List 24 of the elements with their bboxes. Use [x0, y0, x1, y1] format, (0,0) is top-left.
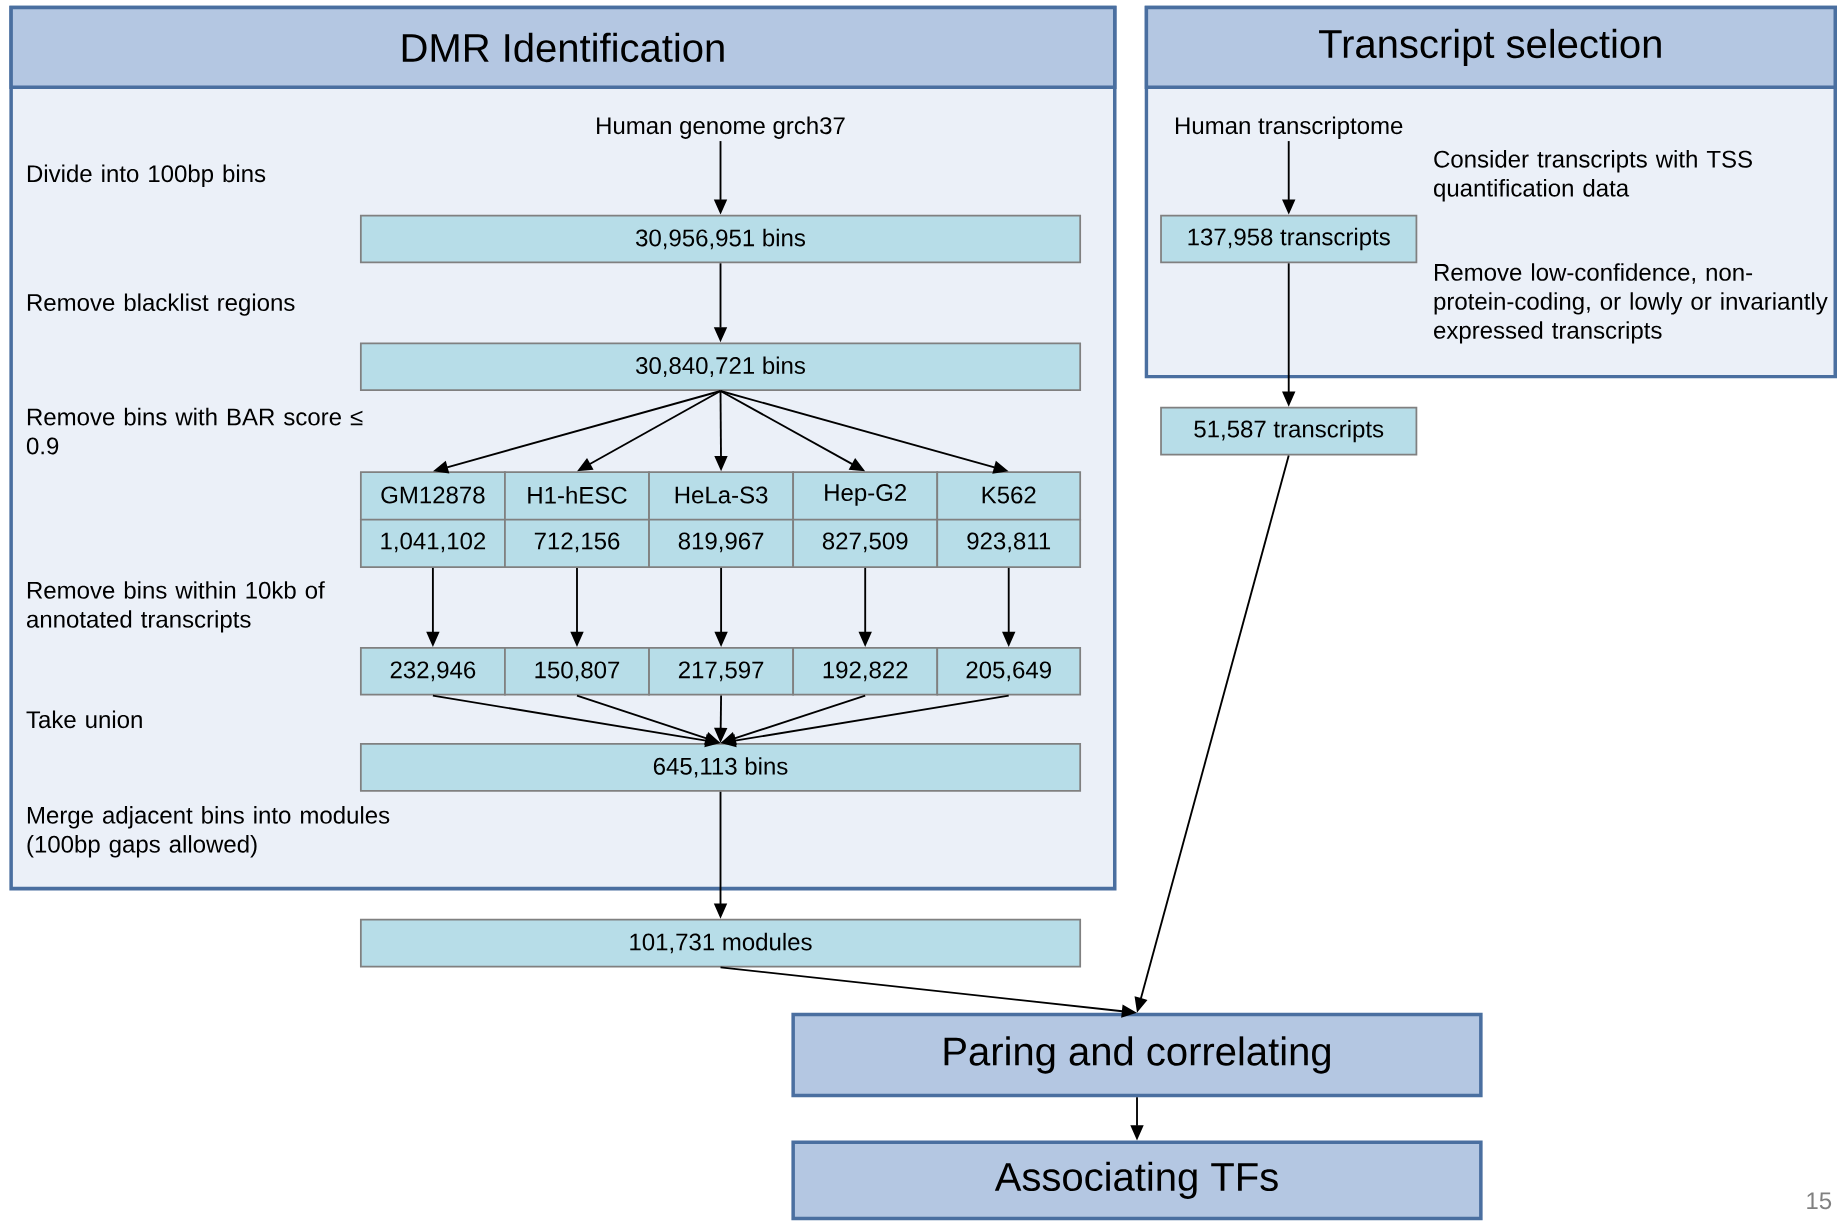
process-box: 51,587 transcripts: [1160, 406, 1418, 456]
step-note: Remove low-confidence, non-protein-coding, or lowly or invariantly expressed transcripts: [1434, 263, 1828, 344]
process-box: 150,807: [504, 647, 650, 696]
step-note: Remove bins within 10kb of annotated transcripts: [27, 581, 325, 633]
process-box: 645,113 bins: [359, 743, 1082, 792]
step-text: Human genome grch37: [597, 116, 845, 139]
stage-box: Associating TFs: [791, 1140, 1483, 1221]
process-box: 232,946: [359, 647, 506, 696]
step-note: Merge adjacent bins into modules (100bp gaps allowed): [27, 806, 390, 858]
stage-box: Paring and correlating: [791, 1012, 1483, 1098]
step-note: Remove blacklist regions: [27, 293, 295, 316]
process-box: 205,649: [936, 647, 1082, 696]
process-box: 217,597: [648, 647, 795, 696]
process-box: 137,958 transcripts: [1160, 214, 1418, 264]
step-note: Remove bins with BAR score ≤ 0.9: [26, 407, 363, 455]
process-box: 192,822: [792, 647, 939, 696]
step-note: Take union: [26, 710, 142, 729]
page-number: 15: [1807, 1192, 1832, 1210]
process-box: 30,840,721 bins: [359, 342, 1082, 391]
step-text: Human transcriptome: [1176, 116, 1403, 139]
step-note: Divide into 100bp bins: [27, 164, 266, 187]
process-box: 101,731 modules: [359, 918, 1082, 968]
process-box: 30,956,951 bins: [359, 214, 1082, 264]
step-note: Consider transcripts with TSS quantification data: [1434, 150, 1752, 202]
